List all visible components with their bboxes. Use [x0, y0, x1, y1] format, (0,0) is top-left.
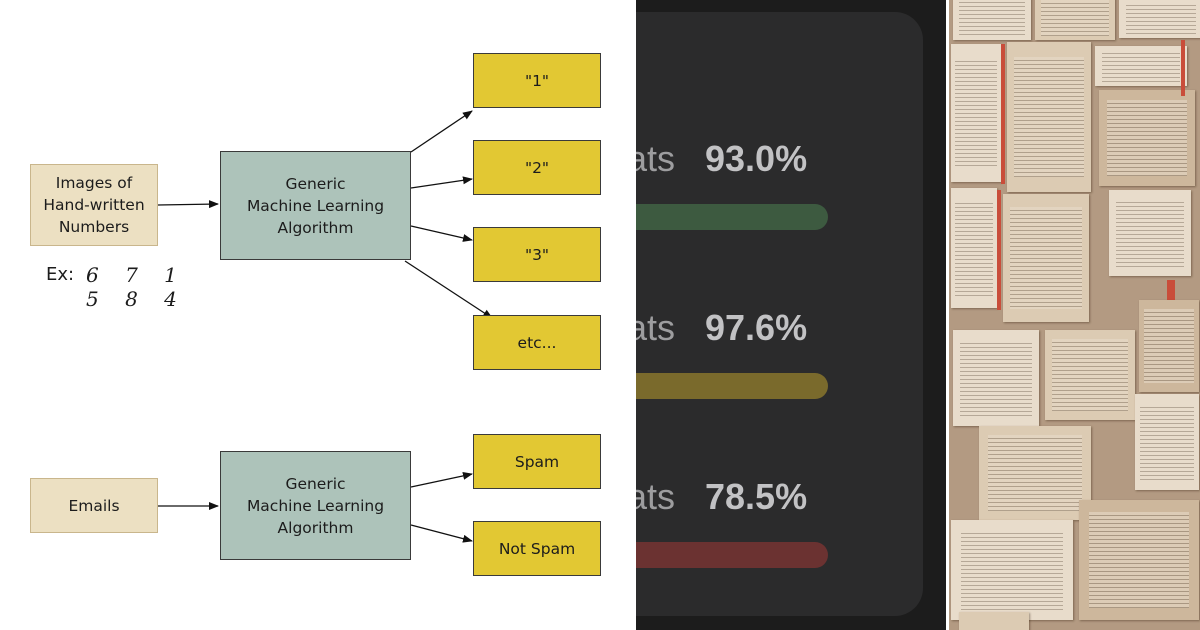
output-box-etc: etc...	[473, 315, 601, 370]
output-box-2: "2"	[473, 140, 601, 195]
output-box-not-spam: Not Spam	[473, 521, 601, 576]
stat-value-2: 97.6%	[705, 307, 808, 348]
book-page	[1095, 46, 1187, 86]
book-page	[1135, 394, 1199, 490]
book-page	[1007, 42, 1091, 192]
book-page	[1099, 90, 1195, 186]
algorithm-label-bottom: Generic Machine Learning Algorithm	[246, 474, 385, 537]
book-page	[951, 44, 1001, 182]
output-label-spam: Spam	[514, 452, 560, 471]
red-book-edge	[997, 190, 1001, 310]
output-label-2: "2"	[524, 158, 550, 177]
stat-bar-2	[633, 373, 828, 399]
arrow-algorithm-to-output-3	[410, 225, 473, 242]
book-page	[1139, 300, 1199, 392]
open-books-photo	[949, 0, 1200, 630]
book-page	[953, 330, 1039, 426]
stats-card	[633, 12, 923, 616]
book-page	[1003, 194, 1089, 322]
example-label: Ex:	[46, 264, 75, 285]
arrow-layer	[157, 110, 493, 543]
book-page	[979, 426, 1091, 520]
output-label-3: "3"	[524, 245, 550, 264]
output-box-1: "1"	[473, 53, 601, 108]
book-page	[951, 188, 997, 308]
red-book-edge	[1181, 40, 1185, 96]
book-page	[951, 520, 1073, 620]
stats-panel: ats 93.0% ats 97.6% ats 78.5%	[633, 0, 949, 630]
red-book-edge	[1001, 44, 1005, 184]
output-label-not-spam: Not Spam	[498, 539, 576, 558]
book-page	[1079, 500, 1199, 620]
panel-divider-left	[633, 0, 636, 630]
stat-label-3: ats	[633, 476, 676, 517]
stat-value-1: 93.0%	[705, 138, 808, 179]
input-label-handwritten-numbers: Images of Hand-written Numbers	[43, 174, 145, 236]
book-page	[1035, 0, 1115, 40]
stat-bar-1	[633, 204, 828, 230]
algorithm-box-bottom: Generic Machine Learning Algorithm	[220, 451, 411, 560]
output-box-spam: Spam	[473, 434, 601, 489]
example-digits-row-1: 6 7 1	[86, 263, 187, 287]
arrow-algorithm-to-output-1	[410, 110, 473, 153]
stat-value-3: 78.5%	[705, 476, 808, 517]
ml-diagram-panel: Images of Hand-written Numbers Generic M…	[30, 53, 601, 576]
book-page	[1119, 0, 1200, 38]
input-label-emails: Emails	[68, 496, 120, 515]
example-digits-row-2: 5 8 4	[86, 287, 187, 311]
arrow-algorithm-to-output-2	[410, 176, 473, 189]
output-label-etc: etc...	[517, 333, 557, 352]
panel-divider-right	[946, 0, 949, 630]
algorithm-label-top: Generic Machine Learning Algorithm	[246, 174, 385, 237]
input-box-handwritten-numbers: Images of Hand-written Numbers	[30, 164, 158, 246]
red-book-edge	[1167, 280, 1175, 306]
stat-bar-3	[633, 542, 828, 568]
algorithm-box-top: Generic Machine Learning Algorithm	[220, 151, 411, 260]
book-page	[953, 0, 1031, 40]
book-page	[1109, 190, 1191, 276]
stat-label-2: ats	[633, 307, 676, 348]
book-page	[959, 612, 1029, 630]
output-box-3: "3"	[473, 227, 601, 282]
input-box-emails: Emails	[30, 478, 158, 533]
arrow-algorithm-to-not-spam	[410, 524, 473, 543]
stat-label-1: ats	[633, 138, 676, 179]
book-page	[1045, 330, 1135, 420]
arrow-algorithm-to-output-etc	[404, 260, 493, 319]
arrow-algorithm-to-spam	[410, 471, 473, 488]
output-label-1: "1"	[524, 71, 550, 90]
arrow-input-to-algorithm-top	[157, 200, 219, 209]
